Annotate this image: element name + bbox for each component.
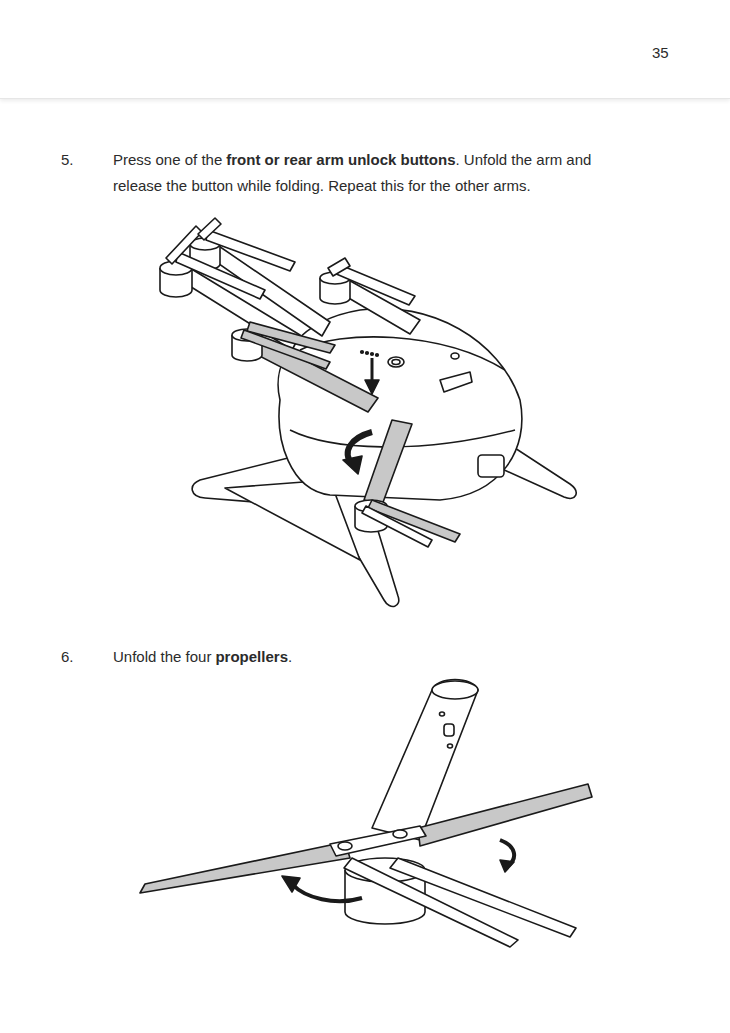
step-number: 6. — [61, 644, 74, 670]
instruction-text: Press one of thefront or rear arm unlock… — [113, 147, 633, 199]
instruction-run: . — [288, 648, 292, 665]
step-number: 5. — [61, 147, 74, 173]
emphasized-term: front or rear arm unlock buttons — [226, 151, 455, 168]
drone-arm-unfold-illustration — [160, 218, 576, 607]
emphasized-term: propellers — [215, 648, 288, 665]
propeller-unfold-illustration — [140, 680, 592, 948]
instruction-text: Unfold the fourpropellers. — [113, 644, 633, 670]
instruction-run: Unfold the four — [113, 648, 211, 665]
instruction-run: Press one of the — [113, 151, 222, 168]
page-header-band — [0, 0, 730, 99]
page-number: 35 — [652, 40, 669, 66]
